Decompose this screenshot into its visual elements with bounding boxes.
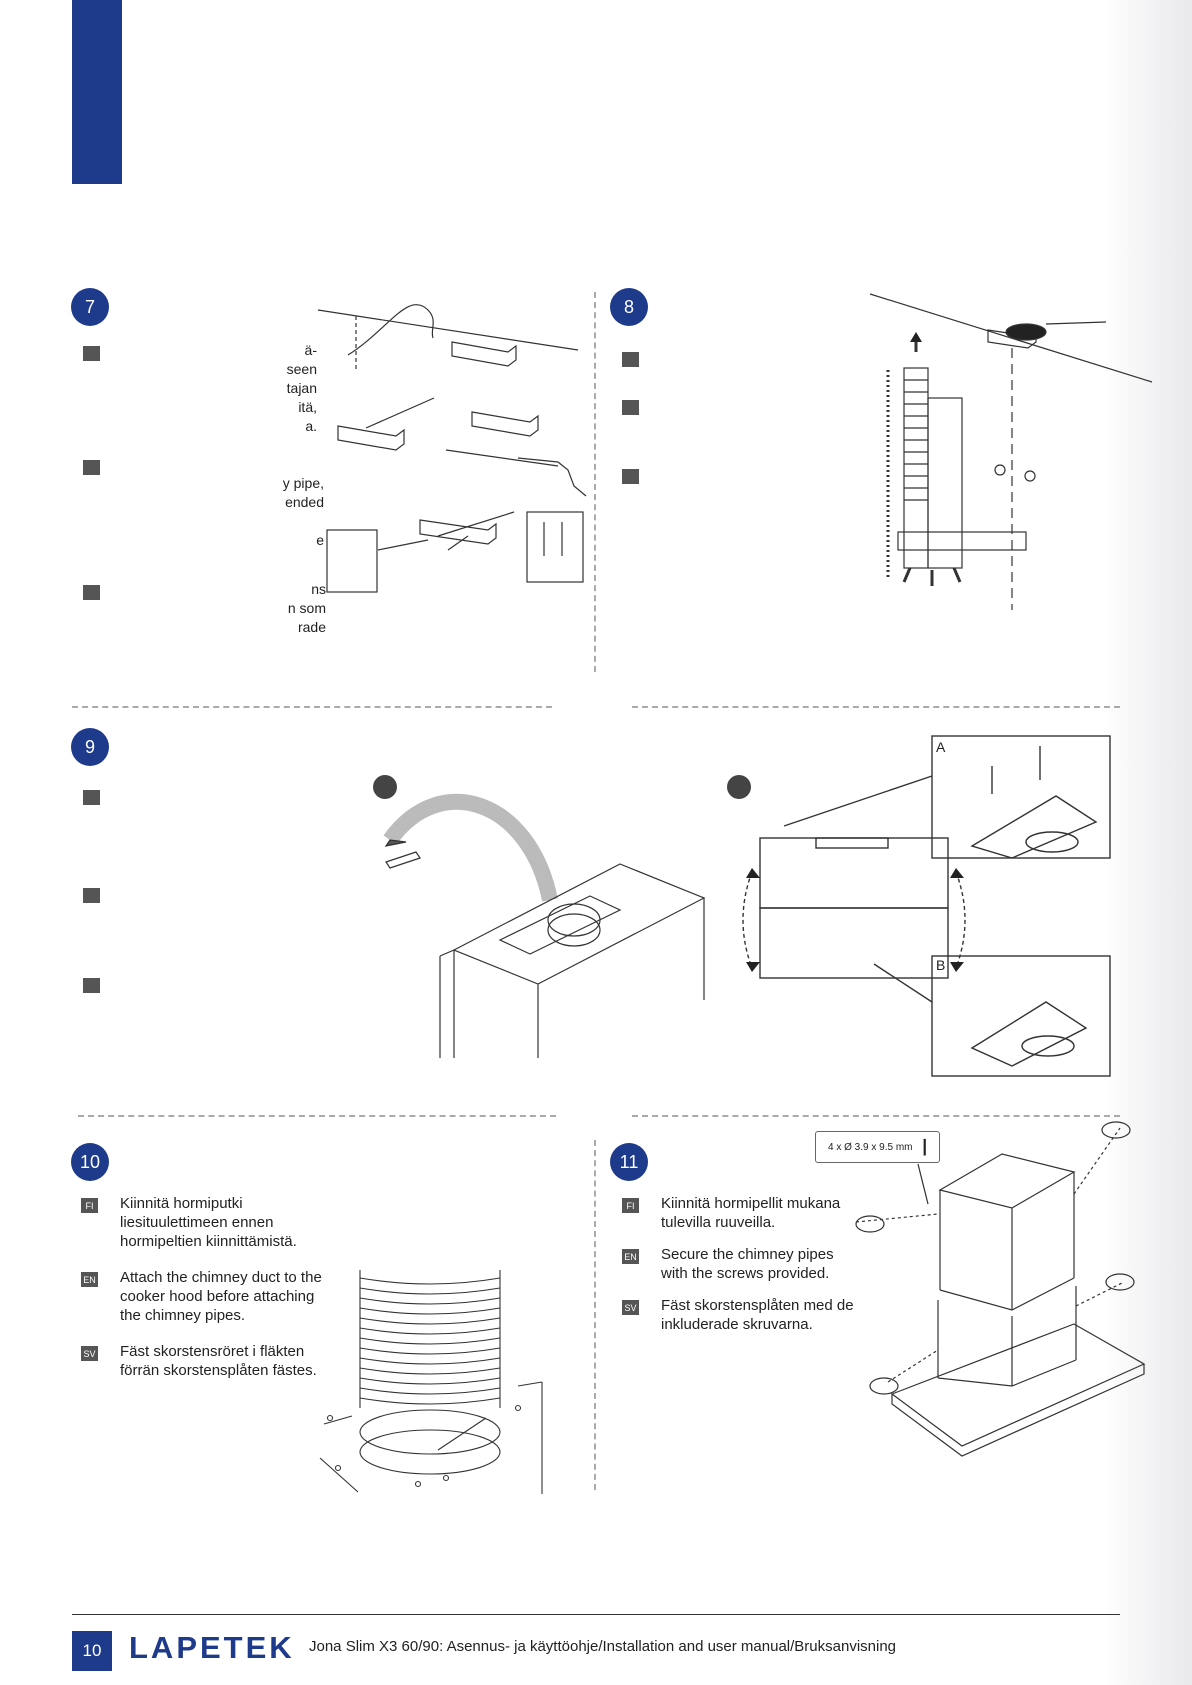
step-8-installation-illustration — [869, 293, 1153, 610]
detail-label-b: B — [936, 957, 946, 973]
divider-horizontal-1-left — [72, 706, 552, 708]
step-7-bracket-illustration — [317, 303, 587, 593]
page-number: 10 — [72, 1631, 112, 1671]
screw-icon: ┃ — [920, 1138, 929, 1155]
step-7-fi-flag — [83, 346, 100, 361]
step-9-en-flag — [83, 888, 100, 903]
footer-document-title: Jona Slim X3 60/90: Asennus- ja käyttöoh… — [309, 1638, 897, 1655]
step-10-sv-tag: SV — [81, 1346, 98, 1361]
step-11-sv-tag: SV — [622, 1300, 639, 1315]
step-11-en-text: Secure the chimney pipes with the screws… — [661, 1246, 834, 1282]
step-11-hood-assembly-illustration — [855, 1121, 1146, 1457]
step-8-badge: 8 — [610, 288, 648, 326]
step-11-sv-text: Fäst skorstensplåten med de inkluderade … — [661, 1297, 854, 1333]
step-7-en-flag — [83, 460, 100, 475]
header-accent-bar — [72, 0, 122, 184]
step-10-en-tag: EN — [81, 1272, 98, 1287]
step-7-sv-flag — [83, 585, 100, 600]
page-edge-shade — [1102, 0, 1192, 1685]
step-7-badge: 7 — [71, 288, 109, 326]
step-9-fi-flag — [83, 790, 100, 805]
step-9-substep-marker-2 — [727, 775, 751, 799]
step-10-fi-text: Kiinnitä hormiputki liesituulettimeen en… — [120, 1195, 297, 1250]
step-9-detail-illustration — [742, 735, 1111, 1077]
divider-vertical-bottom — [594, 1140, 596, 1490]
step-11-en-tag: EN — [622, 1249, 639, 1264]
footer-rule — [72, 1614, 1120, 1615]
step-8-en-flag — [622, 400, 639, 415]
step-11-fi-text: Kiinnitä hormipellit mukana tulevilla ru… — [661, 1195, 841, 1231]
step-7-en-text-fragment: y pipe, ended e — [282, 475, 324, 548]
detail-label-a: A — [936, 739, 946, 755]
step-11-fi-tag: FI — [622, 1198, 639, 1213]
step-10-sv-text: Fäst skorstensröret i fläkten förrän sko… — [120, 1343, 317, 1379]
step-7-sv-text-fragment: ns n som rade — [287, 581, 326, 635]
step-10-chimney-duct-illustration — [319, 1270, 543, 1494]
divider-horizontal-2-left — [78, 1115, 556, 1117]
step-9-flange-illustration — [383, 793, 706, 1058]
step-10-en-text: Attach the chimney duct to the cooker ho… — [120, 1269, 322, 1324]
step-10-badge: 10 — [71, 1143, 109, 1181]
step-8-sv-flag — [622, 469, 639, 484]
step-10-fi-tag: FI — [81, 1198, 98, 1213]
step-11-badge: 11 — [610, 1143, 648, 1181]
screw-spec-text: 4 x Ø 3.9 x 9.5 mm — [828, 1141, 913, 1153]
step-9-sv-flag — [83, 978, 100, 993]
step-7-fi-text-fragment: ä- seen tajan itä, a. — [286, 342, 317, 434]
divider-horizontal-2-right — [632, 1115, 1120, 1117]
step-8-fi-flag — [622, 352, 639, 367]
divider-horizontal-1-right — [632, 706, 1120, 708]
divider-vertical-top — [594, 292, 596, 672]
step-9-substep-marker-1 — [373, 775, 397, 799]
screw-spec-callout: 4 x Ø 3.9 x 9.5 mm ┃ — [815, 1131, 940, 1163]
brand-logo: LAPETEK — [129, 1630, 295, 1665]
step-9-badge: 9 — [71, 728, 109, 766]
